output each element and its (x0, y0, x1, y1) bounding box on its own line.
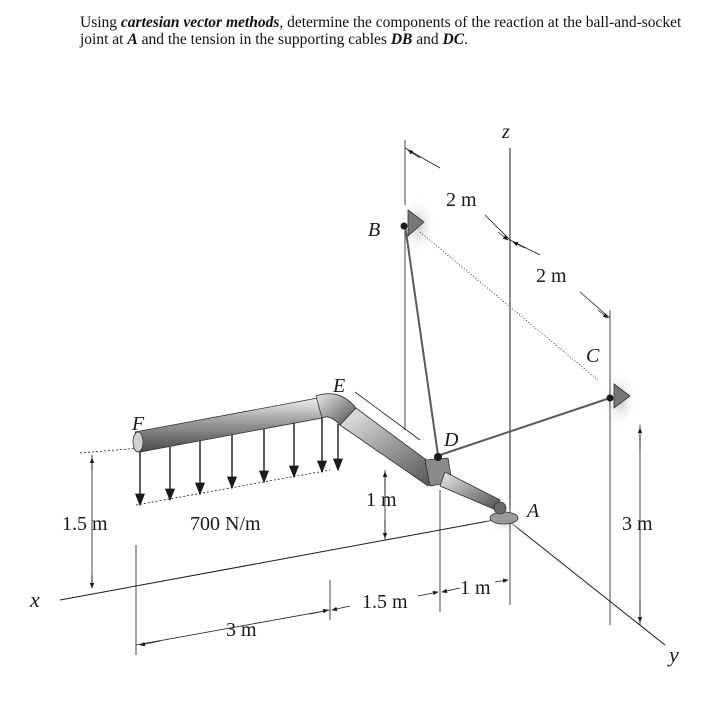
dim-1m: 1 m (366, 489, 397, 511)
dim-1m-bottom: 1 m (460, 577, 491, 599)
cables (404, 224, 611, 456)
dim-3m-right: 3 m (622, 513, 653, 535)
axis-label-y: y (667, 642, 679, 667)
cable-db (404, 224, 439, 456)
label-d: D (443, 429, 459, 451)
axis-label-z: z (501, 121, 510, 143)
dim-3m-bottom: 3 m (226, 619, 257, 641)
dimension-arrows (89, 149, 643, 647)
cable-dc (439, 397, 611, 456)
label-c: C (586, 345, 600, 367)
axis-label-x: x (29, 587, 40, 612)
dim-1-5m-left: 1.5 m (62, 513, 108, 535)
label-a: A (525, 500, 540, 522)
dim-2m-top: 2 m (446, 189, 477, 211)
point-d-dot (434, 453, 442, 461)
axes (59, 148, 666, 646)
dim-2m-right: 2 m (536, 265, 567, 287)
x-axis (59, 517, 506, 601)
dimension-lines (79, 140, 641, 655)
anchor-c (613, 383, 631, 409)
label-f: F (131, 413, 145, 435)
label-b: B (368, 219, 380, 241)
problem-statement: Using cartesian vector methods, determin… (80, 14, 682, 48)
dim-load: 700 N/m (190, 513, 261, 535)
anchor-b (407, 209, 425, 237)
y-axis (504, 517, 666, 646)
dim-1-5m-bottom: 1.5 m (362, 591, 408, 613)
pipe-member (132, 393, 519, 525)
distributed-load (134, 418, 344, 507)
label-e: E (332, 375, 345, 397)
anchors (400, 209, 631, 461)
